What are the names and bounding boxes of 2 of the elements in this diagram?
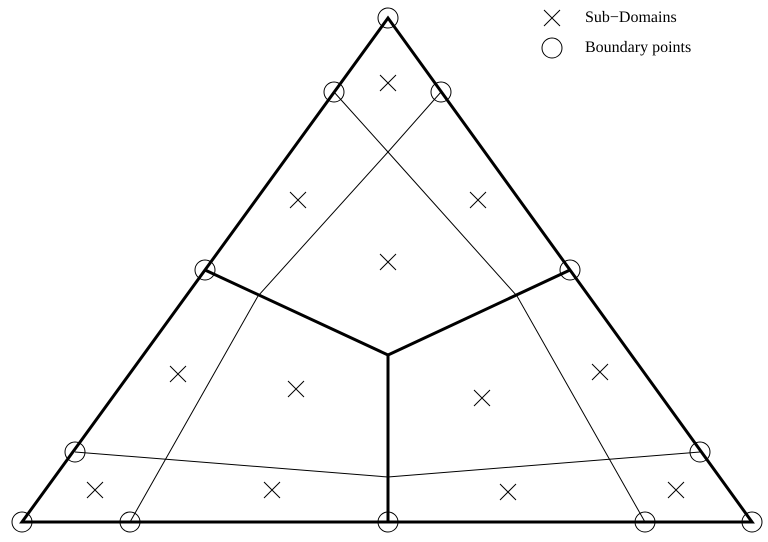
legend-label: Sub−Domains bbox=[585, 8, 677, 28]
legend-label: Boundary points bbox=[585, 38, 692, 58]
